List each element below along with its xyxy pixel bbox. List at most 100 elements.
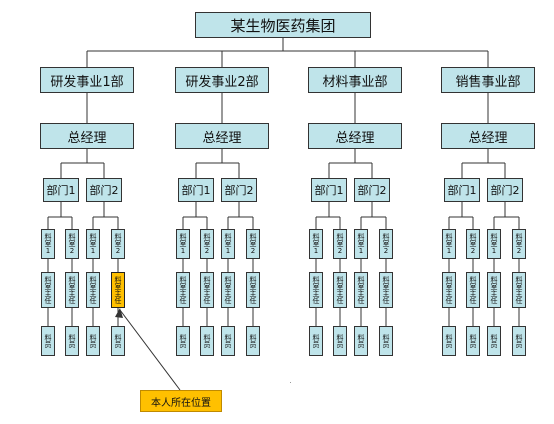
staff-box: 料员 (65, 326, 79, 356)
general-manager-box-1: 总经理 (40, 123, 134, 149)
callout-label: 本人所在位置 (140, 390, 222, 412)
department-box-label: 部门2 (89, 184, 119, 197)
office-box-label: 料室2 (469, 233, 477, 255)
staff-box-label: 料员 (336, 334, 344, 348)
staff-box: 料员 (512, 326, 526, 356)
staff-box-label: 料员 (445, 334, 453, 348)
general-manager-box-4-label: 总经理 (468, 130, 508, 146)
staff-box-label: 料员 (249, 334, 257, 348)
staff-box: 料员 (200, 326, 214, 356)
division-box-2: 研发事业2部 (175, 67, 269, 93)
office-box: 料室1 (487, 229, 501, 259)
staff-box-label: 料员 (382, 334, 390, 348)
office-head-box-label: 料室主任 (224, 276, 232, 304)
division-box-3: 材料事业部 (308, 67, 402, 93)
office-head-box: 料室主任 (442, 272, 456, 308)
staff-box: 料员 (246, 326, 260, 356)
staff-box-label: 料员 (89, 334, 97, 348)
office-box: 料室1 (221, 229, 235, 259)
staff-box-label: 料员 (68, 334, 76, 348)
office-box: 料室2 (200, 229, 214, 259)
staff-box: 料员 (333, 326, 347, 356)
office-head-box-label: 料室主任 (515, 276, 523, 304)
office-head-box: 料室主任 (309, 272, 323, 308)
office-head-box-label: 料室主任 (249, 276, 257, 304)
staff-box-label: 料员 (515, 334, 523, 348)
department-box: 部门1 (43, 178, 79, 202)
office-head-box: 料室主任 (65, 272, 79, 308)
office-box: 料室1 (354, 229, 368, 259)
staff-box: 料员 (86, 326, 100, 356)
office-box: 料室1 (176, 229, 190, 259)
highlighted-office-head-box: 料室主任 (111, 272, 125, 308)
office-head-box: 料室主任 (86, 272, 100, 308)
general-manager-box-1-label: 总经理 (67, 130, 107, 146)
office-box-label: 料室2 (382, 233, 390, 255)
callout-arrow-line (119, 309, 181, 391)
general-manager-box-2-label: 总经理 (202, 130, 242, 146)
division-box-3-label: 材料事业部 (322, 74, 388, 90)
office-head-box: 料室主任 (379, 272, 393, 308)
general-manager-box-3-label: 总经理 (335, 130, 375, 146)
staff-box: 料员 (487, 326, 501, 356)
office-head-box-label: 料室主任 (89, 276, 97, 304)
office-box-label: 料室2 (336, 233, 344, 255)
office-head-box-label: 料室主任 (445, 276, 453, 304)
department-box-label: 部门2 (357, 184, 387, 197)
staff-box-label: 料员 (357, 334, 365, 348)
department-box-label: 部门1 (46, 184, 76, 197)
office-head-box: 料室主任 (246, 272, 260, 308)
staff-box-label: 料员 (312, 334, 320, 348)
staff-box: 料员 (442, 326, 456, 356)
office-head-box: 料室主任 (512, 272, 526, 308)
department-box: 部门2 (487, 178, 523, 202)
office-box: 料室2 (466, 229, 480, 259)
office-head-box: 料室主任 (221, 272, 235, 308)
department-box: 部门2 (354, 178, 390, 202)
department-box: 部门1 (311, 178, 347, 202)
staff-box-label: 料员 (490, 334, 498, 348)
staff-box: 料员 (41, 326, 55, 356)
office-head-box: 料室主任 (333, 272, 347, 308)
general-manager-box-3: 总经理 (308, 123, 402, 149)
division-box-4-label: 销售事业部 (455, 74, 521, 90)
division-box-1: 研发事业1部 (40, 67, 134, 93)
staff-box-label: 料员 (179, 334, 187, 348)
staff-box: 料员 (379, 326, 393, 356)
staff-box: 料员 (221, 326, 235, 356)
office-box: 料室2 (379, 229, 393, 259)
office-head-box-label: 料室主任 (490, 276, 498, 304)
department-box-label: 部门1 (181, 184, 211, 197)
office-box-label: 料室1 (179, 233, 187, 255)
department-box-label: 部门2 (224, 184, 254, 197)
office-box: 料室2 (333, 229, 347, 259)
office-box-label: 料室1 (357, 233, 365, 255)
department-box: 部门2 (221, 178, 257, 202)
stray-dot (290, 382, 291, 383)
office-box: 料室2 (512, 229, 526, 259)
office-box-label: 料室1 (490, 233, 498, 255)
department-box: 部门2 (86, 178, 122, 202)
office-box-label: 料室2 (114, 233, 122, 255)
callout-text: 本人所在位置 (151, 397, 211, 409)
office-head-box: 料室主任 (41, 272, 55, 308)
staff-box: 料员 (309, 326, 323, 356)
office-box-label: 料室2 (515, 233, 523, 255)
staff-box: 料员 (111, 326, 125, 356)
office-box-label: 料室1 (445, 233, 453, 255)
office-head-box-label: 料室主任 (357, 276, 365, 304)
staff-box-label: 料员 (224, 334, 232, 348)
staff-box: 料员 (176, 326, 190, 356)
office-head-box: 料室主任 (176, 272, 190, 308)
office-head-box-label: 料室主任 (312, 276, 320, 304)
division-box-2-label: 研发事业2部 (185, 74, 259, 90)
office-head-box: 料室主任 (466, 272, 480, 308)
office-head-box: 料室主任 (487, 272, 501, 308)
office-head-box-label: 料室主任 (382, 276, 390, 304)
office-box: 料室1 (86, 229, 100, 259)
highlighted-office-head-box-label: 料室主任 (114, 276, 122, 304)
office-head-box: 料室主任 (200, 272, 214, 308)
office-head-box-label: 料室主任 (336, 276, 344, 304)
root-company-box-label: 某生物医药集团 (230, 16, 336, 35)
office-box: 料室2 (111, 229, 125, 259)
